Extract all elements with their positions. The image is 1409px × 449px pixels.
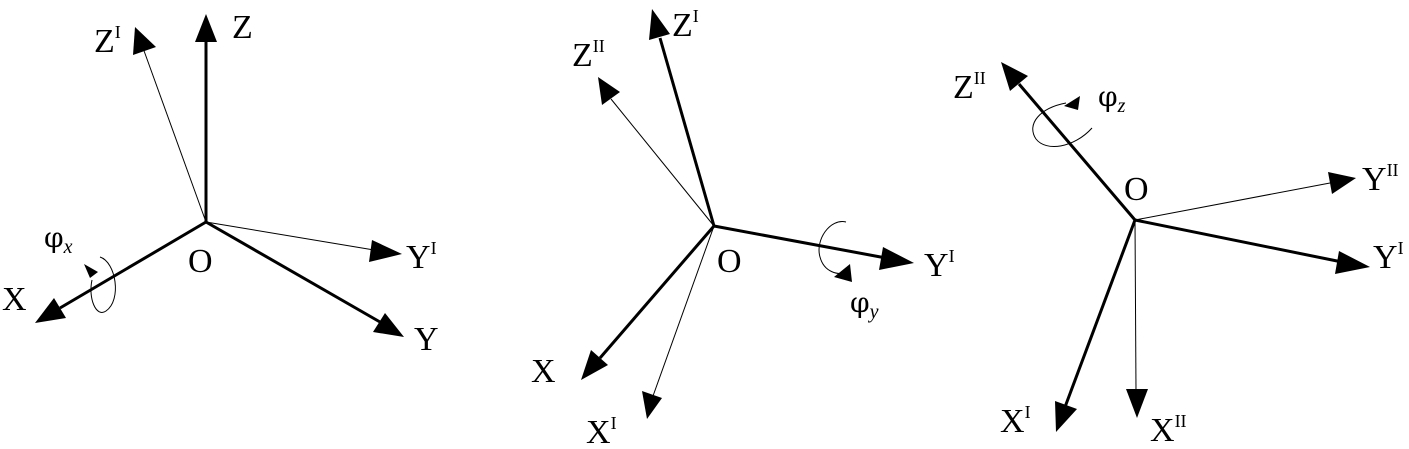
frame3-x1-axis [1063,219,1137,408]
frame1-rotation-label: φx [44,221,73,258]
frame2-rotation-arrowhead [834,264,852,282]
frame3-y1-label: YI [1373,238,1404,276]
frame3-x2-label: XII [1150,411,1187,449]
frame1-x-axis [59,220,207,310]
frame1-z1-axis [142,47,207,223]
frame3-z2-arrowhead [1001,62,1028,91]
frame1-rotation-arc [90,256,116,313]
frame1-z-label: Z [232,9,253,46]
frame3-y2-axis [1134,182,1331,221]
frame3-rotation-arc [1032,102,1093,147]
frame2-rotation-label: φy [850,286,879,323]
frame1-z1-label: ZI [94,22,121,60]
frame2-y1-axis [713,224,887,260]
frame2-x-label: X [531,353,556,390]
frame3-y2-label: YII [1362,160,1399,198]
frame2-origin-label: O [717,243,742,280]
frame1-z1-arrowhead [133,27,156,55]
frame2-z2-arrowhead [598,77,620,105]
frame1-y-axis [205,220,381,324]
frame2-x-arrowhead [581,350,608,380]
frame3-z2-axis [1017,83,1137,221]
frame-3: O ZII YII YI XI XII φz [953,62,1404,449]
frame2-x-axis [598,225,716,359]
frame3-z2-label: ZII [953,68,986,106]
frame1-x-label: X [2,281,27,318]
frame3-x1-label: XI [1000,402,1031,440]
frame2-y1-label: YI [924,246,955,284]
frame2-y1-arrowhead [879,247,914,270]
frame2-x1-arrowhead [642,391,662,419]
frame1-y-label: Y [414,321,439,358]
frame1-z-arrowhead [195,14,217,42]
frame1-y1-arrowhead [369,240,402,262]
frame1-y1-label: YI [406,238,437,276]
frame2-z2-axis [610,98,715,227]
frame-2: O ZI ZII X XI YI φy [531,6,955,449]
frame3-y1-axis [1134,218,1343,264]
frame-1: O Z ZI X YI Y φx [2,9,439,358]
frame3-y2-arrowhead [1328,172,1356,194]
frame2-z2-label: ZII [572,36,605,74]
frame3-x2-arrowhead [1126,389,1148,418]
frame3-y1-arrowhead [1335,251,1370,274]
frame1-rotation-arrowhead [84,264,98,278]
frame3-rotation-arrowhead [1064,96,1080,110]
frame1-y-arrowhead [373,313,404,337]
frame3-x1-arrowhead [1055,401,1077,432]
frame2-z1-label: ZI [672,6,699,44]
frame2-z1-axis [658,37,716,227]
frame3-origin-label: O [1124,171,1149,208]
frame3-x2-axis [1134,219,1137,393]
frame3-rotation-label: φz [1098,80,1126,117]
frame2-z1-arrowhead [649,9,670,40]
frame1-y1-axis [205,221,375,251]
frame1-origin-label: O [188,243,213,280]
frame2-x1-label: XI [586,413,617,449]
frame1-x-arrowhead [35,298,66,323]
frame2-x1-axis [652,225,715,397]
